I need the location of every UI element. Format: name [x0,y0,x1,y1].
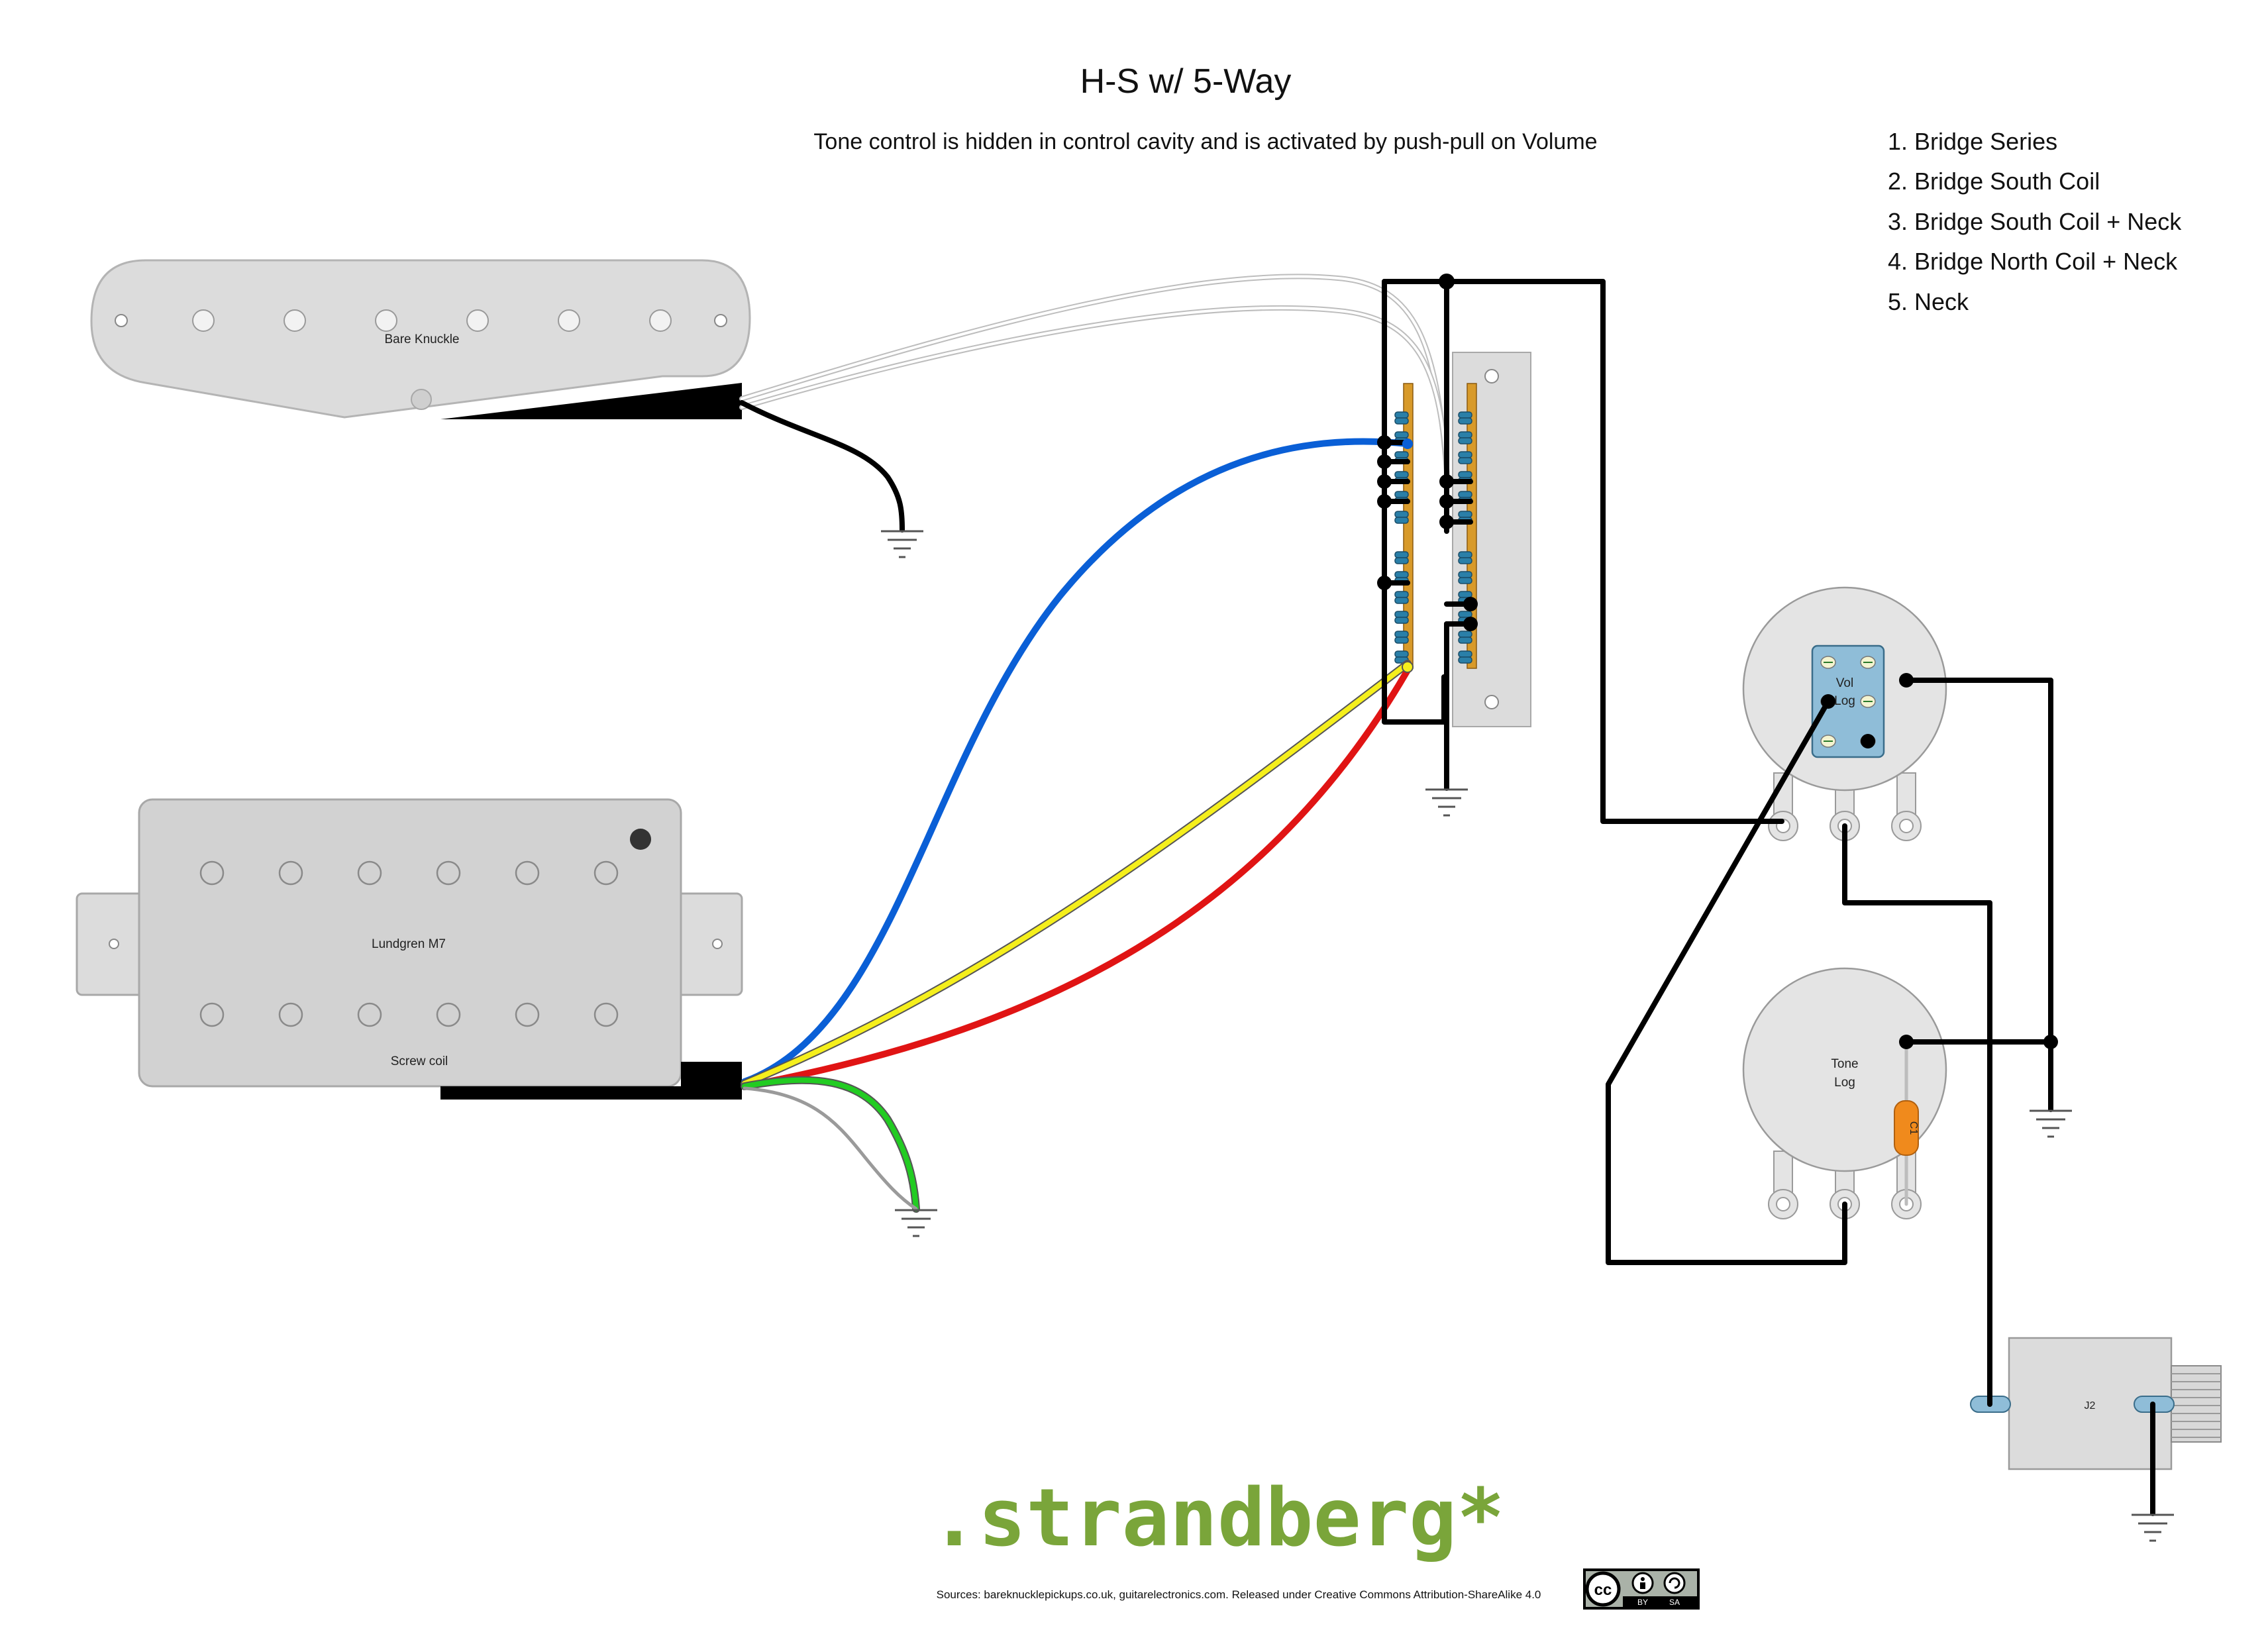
tone-pot-label-line1: Tone [1831,1057,1858,1071]
tone-pot: Tone Log [1742,967,1947,1219]
capacitor-body [1894,1100,1919,1156]
diagram-subtitle: Tone control is hidden in control cavity… [813,129,1597,154]
cc-icon [1585,1571,1621,1607]
position-2: 2. Bridge South Coil [1888,168,2100,195]
jack-thread [2171,1365,2222,1443]
output-jack: J2 [1970,1337,2222,1470]
bridge-pickup-poles-bottom [199,1002,619,1027]
blue-wire-end [1402,438,1413,449]
bridge-pickup: Lundgren M7 Screw coil [76,798,743,1100]
sa-icon [1663,1572,1686,1594]
solder-junctions [1377,274,2058,1049]
green-wire-outline [741,1076,920,1213]
ground-symbol-bridge [894,1209,939,1237]
ground-symbol-neck [880,530,925,558]
volume-pot: Vol Log [1742,586,1947,841]
position-5: 5. Neck [1888,288,1969,315]
neck-pickup-mount-hole-right [714,314,727,327]
ground-symbol-pots [2028,1109,2073,1138]
neck-ground-wire [739,400,905,533]
bridge-pickup-sublabel: Screw coil [391,1054,448,1068]
capacitor-label: C1 [1908,1121,1919,1135]
volume-pot-label-line2: Log [1834,694,1855,708]
tone-pot-lug-1 [1768,1151,1798,1219]
yellow-wire-outline [741,660,1412,1088]
sa-icon-arrow [1669,1577,1680,1589]
jack-thread-lines [2171,1373,2221,1438]
switch-wafer-a [1403,383,1414,669]
volume-pot-lug-3 [1891,772,1922,841]
bridge-pickup-mount-hole-left [109,939,119,949]
by-icon-head [1641,1577,1645,1581]
blue-wire [741,438,1411,1085]
bare-wire [743,1086,918,1211]
diagram-title: H-S w/ 5-Way [1080,62,1292,101]
by-icon-body [1640,1582,1645,1589]
five-way-switch [1394,352,1531,727]
bridge-pickup-poles-top [199,860,619,886]
wires [739,274,2175,1542]
green-wire [742,1077,919,1211]
neck-pickup-screw [411,389,432,410]
bridge-pickup-body [138,798,682,1088]
push-pull-switch [1811,644,1885,758]
cc-license-badge[interactable]: cc BY SA [1583,1568,1700,1610]
ground-symbol-jack [2130,1514,2175,1542]
switch-mount-hole-top [1484,369,1499,384]
yellow-red-wire-end [1402,661,1414,673]
cc-badge-strip [1623,1596,1697,1607]
vol-wiper-to-jack [1842,823,1992,1407]
switch-position-list: 1. Bridge Series 2. Bridge South Coil 3.… [1888,128,2182,315]
neck-pickup-poles [192,309,672,332]
bridge-pickup-cable [440,1062,742,1100]
switch-top-bus [1382,279,1784,824]
position-1: 1. Bridge Series [1888,128,2057,155]
neck-white-wire-2-core [741,306,1449,480]
position-4: 4. Bridge North Coil + Neck [1888,248,2178,275]
neck-white-wire-core [741,275,1449,482]
tone-capacitor: C1 [1894,1100,1919,1156]
switch-body-plate [1452,352,1531,727]
cc-icon-text: cc [1594,1581,1612,1599]
ground-symbol-switch [1424,788,1469,817]
neck-pickup-mount-hole-left [115,314,128,327]
bridge-pickup-label: Lundgren M7 [372,937,446,951]
neck-white-wire-2 [739,305,1450,481]
sa-label: SA [1669,1598,1680,1607]
sources-text: Sources: bareknucklepickups.co.uk, guita… [937,1588,1541,1601]
vol-lug3-to-ground-bus [1904,678,2053,1045]
neck-pickup-body [90,259,751,419]
neck-pickup-label: Bare Knuckle [384,333,459,346]
jack-label: J2 [2085,1400,2096,1411]
switch-mount-hole-bottom [1484,695,1499,709]
brand-logo: .strandberg* [931,1472,1505,1565]
tone-pot-label-line2: Log [1834,1076,1855,1090]
yellow-wire [742,661,1410,1086]
red-wire [741,667,1411,1090]
neck-pickup: Bare Knuckle [90,259,751,419]
by-label: BY [1637,1598,1648,1607]
volume-pot-label-line1: Vol [1836,676,1853,690]
bridge-pickup-marker-dot [630,829,651,850]
vol-switch-to-tone [1606,699,1847,1265]
neck-pickup-cable [440,383,742,419]
bridge-pickup-mount-hole-right [712,939,723,949]
position-3: 3. Bridge South Coil + Neck [1888,208,2182,235]
